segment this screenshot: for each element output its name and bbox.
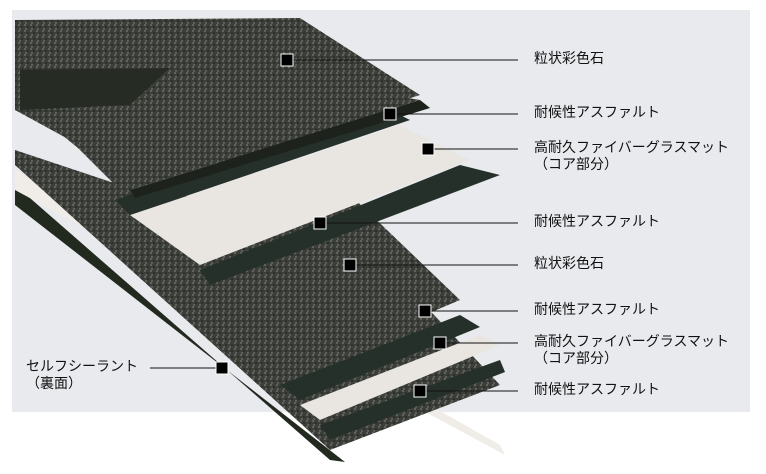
label-fiberglass-1-line1: 高耐久ファイバーグラスマット (534, 140, 730, 156)
label-self-sealant-line1: セルフシーラント (26, 359, 138, 375)
layer-mat-lower (300, 335, 500, 420)
label-granule-top: 粒状彩色石 (534, 51, 604, 67)
label-asphalt-1: 耐候性アスファルト (534, 105, 660, 121)
layer-asphalt-bottom (320, 360, 505, 440)
label-granule-lower: 粒状彩色石 (534, 256, 604, 272)
label-fiberglass-1: 高耐久ファイバーグラスマット（コア部分） (534, 140, 729, 174)
layer-mat-upper (130, 125, 470, 265)
label-fiberglass-2-line2: （コア部分） (534, 351, 618, 367)
marker-squares (215, 53, 447, 398)
label-fiberglass-2: 高耐久ファイバーグラスマット（コア部分） (534, 334, 729, 368)
label-self-sealant: セルフシーラント（裏面） (26, 359, 138, 393)
label-fiberglass-1-line2: （コア部分） (534, 157, 618, 173)
label-asphalt-4: 耐候性アスファルト (534, 382, 660, 398)
layer-asphalt-lower (280, 315, 480, 400)
label-asphalt-3: 耐候性アスファルト (534, 302, 660, 318)
label-asphalt-2: 耐候性アスファルト (534, 214, 660, 230)
label-fiberglass-2-line1: 高耐久ファイバーグラスマット (534, 334, 730, 350)
upper-sheet (15, 18, 500, 285)
leader-lines (150, 59, 518, 392)
label-self-sealant-line2: （裏面） (26, 376, 82, 392)
